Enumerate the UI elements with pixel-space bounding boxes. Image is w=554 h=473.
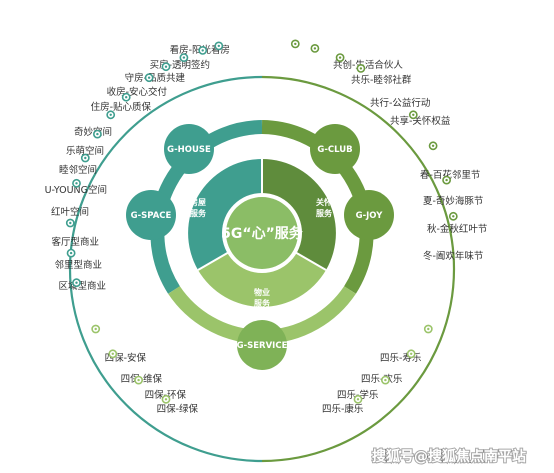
housing-label-1: 房屋	[190, 197, 206, 207]
ring-dot-core	[452, 215, 455, 218]
node-g-space	[126, 190, 176, 240]
ring-dot-core	[137, 378, 140, 382]
ring-dot-core	[69, 221, 72, 225]
label-space-6: 客厅型商业	[51, 236, 99, 248]
ring-dot-core	[84, 156, 87, 160]
ring-dot-core	[75, 182, 78, 185]
ring-dot-core	[356, 398, 360, 401]
care-label-2: 服务	[316, 208, 333, 218]
label-space-3: 睦邻空间	[59, 164, 97, 176]
node-g-service-label: G-SERVICE	[237, 341, 288, 351]
label-space-1: 奇妙空间	[74, 126, 112, 138]
label-service-right-1: 四乐-寿乐	[380, 352, 422, 364]
node-g-house-label: G-HOUSE	[167, 145, 211, 155]
ring-dot-core	[109, 113, 112, 117]
ring-dot-core	[69, 251, 73, 255]
node-g-joy	[344, 190, 394, 240]
label-space-5: 红叶空间	[51, 206, 89, 218]
label-service-left-4: 四保-绿保	[157, 403, 199, 415]
node-g-service	[237, 320, 287, 370]
ring-dot-core	[445, 178, 448, 182]
label-club-1: 共创-生活合伙人	[333, 59, 403, 71]
care-label-1: 关怀	[316, 197, 332, 207]
label-space-4: U-YOUNG空间	[45, 184, 107, 196]
ring-dots	[65, 39, 458, 404]
ring-dot-core	[431, 144, 435, 147]
ring-dot-core	[164, 398, 168, 401]
mid-ring-teal	[150, 120, 263, 294]
watermark: 搜狐号@搜狐焦点南平站	[372, 448, 526, 465]
ring-dot-core	[410, 352, 413, 355]
label-club-3: 共行-公益行动	[370, 97, 430, 109]
label-joy-3: 秋-金秋红叶节	[427, 223, 487, 235]
outer-labels: 看房-阳光看房 买房-透明签约 守房-品质共建 收房-安心交付 住房-贴心质保 …	[45, 44, 488, 415]
ring-dot-core	[217, 44, 220, 48]
node-g-club	[310, 124, 360, 174]
label-club-4: 共享-关怀权益	[390, 115, 451, 127]
ring-dot-core	[164, 65, 168, 68]
outer-ring-left	[68, 75, 263, 463]
housing-label-2: 服务	[190, 208, 207, 218]
label-joy-1: 春-百花邻里节	[420, 169, 480, 181]
ring-dot-core	[96, 132, 99, 136]
label-joy-2: 夏-奇妙海豚节	[423, 195, 483, 207]
ring-dot-core	[182, 56, 186, 59]
label-house-4: 收房-安心交付	[107, 86, 168, 98]
label-house-5: 住房-贴心质保	[91, 101, 152, 113]
property-label-2: 服务	[254, 298, 271, 308]
node-g-space-label: G-SPACE	[131, 211, 172, 221]
ring-dot-core	[294, 42, 297, 46]
label-space-8: 区域型商业	[58, 280, 106, 292]
mid-ring-green	[261, 120, 374, 294]
ring-dot-core	[359, 67, 363, 70]
ring-dot-core	[384, 378, 387, 382]
label-joy-4: 冬-阖欢年味节	[423, 250, 483, 262]
ring-dot-core	[94, 327, 97, 331]
ring-dot-core	[111, 352, 115, 355]
outer-ring-right	[261, 75, 456, 463]
ring-dot-core	[125, 96, 128, 99]
label-house-3: 守房-品质共建	[125, 72, 186, 84]
node-g-club-label: G-CLUB	[317, 145, 352, 155]
label-house-2: 买房-透明签约	[150, 59, 210, 71]
ring-dot-core	[412, 113, 415, 117]
ring-dot-core	[201, 49, 204, 52]
center-title: 5G“心”服务	[221, 225, 304, 242]
ring-dot-core	[313, 47, 317, 50]
node-g-joy-label: G-JOY	[356, 211, 384, 221]
label-space-7: 邻里型商业	[54, 259, 102, 271]
ring-dot-core	[147, 76, 151, 79]
ring-dot-core	[427, 327, 430, 331]
label-space-2: 乐萌空间	[66, 145, 104, 157]
ring-dot-core	[338, 56, 342, 59]
node-g-house	[164, 124, 214, 174]
ring-dot-core	[75, 281, 78, 284]
label-club-2: 共乐-睦邻社群	[351, 74, 412, 86]
property-label-1: 物业	[254, 287, 270, 297]
label-service-right-4: 四乐-康乐	[322, 403, 364, 415]
